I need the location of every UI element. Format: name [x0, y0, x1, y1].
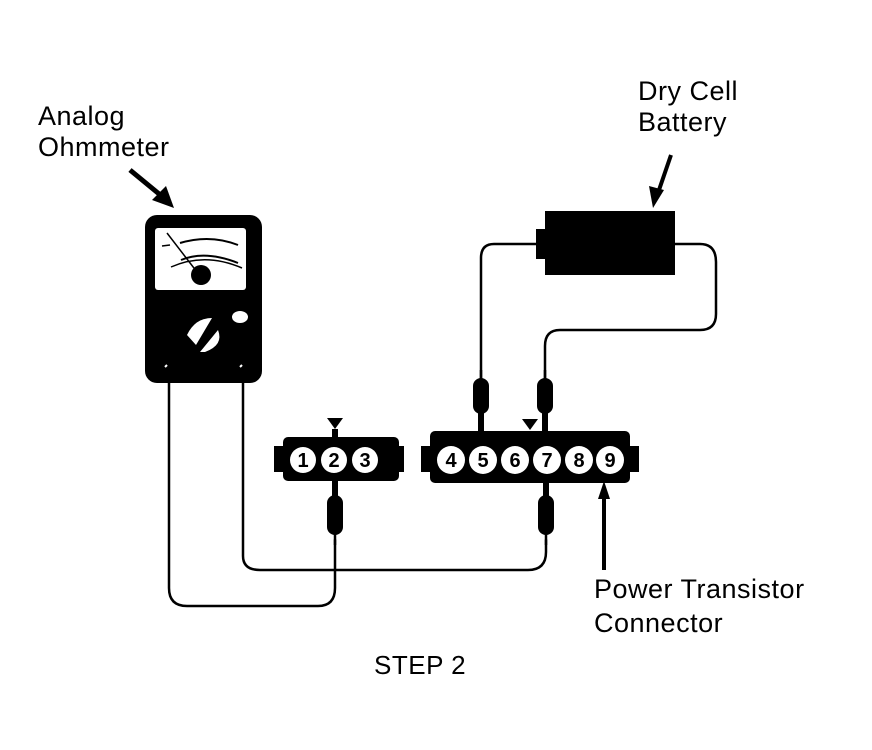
- probe-pin2-ohmmeter: [327, 480, 343, 545]
- label-battery-line1: Dry Cell: [638, 76, 739, 106]
- arrow-to-battery: [649, 154, 673, 208]
- pin-8: [565, 446, 593, 474]
- pin-2: [321, 447, 347, 473]
- pin-9: [596, 446, 624, 474]
- pin-1: [290, 447, 316, 473]
- wire-battery-neg-to-pin5: [479, 242, 544, 380]
- dry-cell-battery: [536, 211, 675, 275]
- wire-ohmmeter-right-to-pin7: [241, 378, 548, 572]
- pin-8-label: 8: [573, 450, 584, 472]
- pin-7-label: 7: [541, 450, 552, 472]
- pin-9-label: 9: [604, 450, 615, 472]
- probe-pin5: [473, 370, 489, 434]
- probe-pin7-battery: [537, 370, 553, 434]
- step-caption: STEP 2: [374, 650, 467, 680]
- pin-1-label: 1: [297, 450, 308, 472]
- arrow-to-connector: [598, 481, 610, 570]
- pin2-marker: [327, 418, 343, 429]
- wire-ohmmeter-left-to-pin2: [167, 378, 337, 608]
- pin-4-label: 4: [445, 450, 457, 472]
- pin-7: [533, 446, 561, 474]
- pin-3-label: 3: [359, 450, 370, 472]
- connector-pins-4-9: 4 5 6 7 8 9: [421, 431, 639, 483]
- pin-4: [437, 446, 465, 474]
- zero-adjust-knob: [232, 311, 248, 323]
- meter-pivot: [191, 265, 211, 285]
- label-connector-line2: Connector: [594, 608, 724, 638]
- label-ohmmeter-line2: Ohmmeter: [38, 132, 170, 162]
- range-selector-knob: [187, 318, 212, 345]
- meter-dial-face: [155, 228, 246, 290]
- pin-5: [469, 446, 497, 474]
- pin-3: [352, 447, 378, 473]
- pin7-marker: [522, 419, 538, 430]
- connector-pins-1-3: 1 2 3: [274, 418, 404, 481]
- probe-pin7-ohmmeter: [538, 480, 554, 545]
- pin-2-label: 2: [328, 450, 339, 472]
- pin-5-label: 5: [477, 450, 488, 472]
- analog-ohmmeter: [145, 215, 262, 383]
- pin-6: [501, 446, 529, 474]
- wire-battery-pos-to-pin7: [543, 242, 718, 380]
- arrow-to-ohmmeter: [128, 168, 174, 208]
- meter-needle: [166, 232, 198, 273]
- label-battery-line2: Battery: [638, 107, 728, 137]
- pin-6-label: 6: [509, 450, 520, 472]
- label-connector-line1: Power Transistor: [594, 574, 805, 604]
- label-ohmmeter-line1: Analog: [38, 101, 126, 131]
